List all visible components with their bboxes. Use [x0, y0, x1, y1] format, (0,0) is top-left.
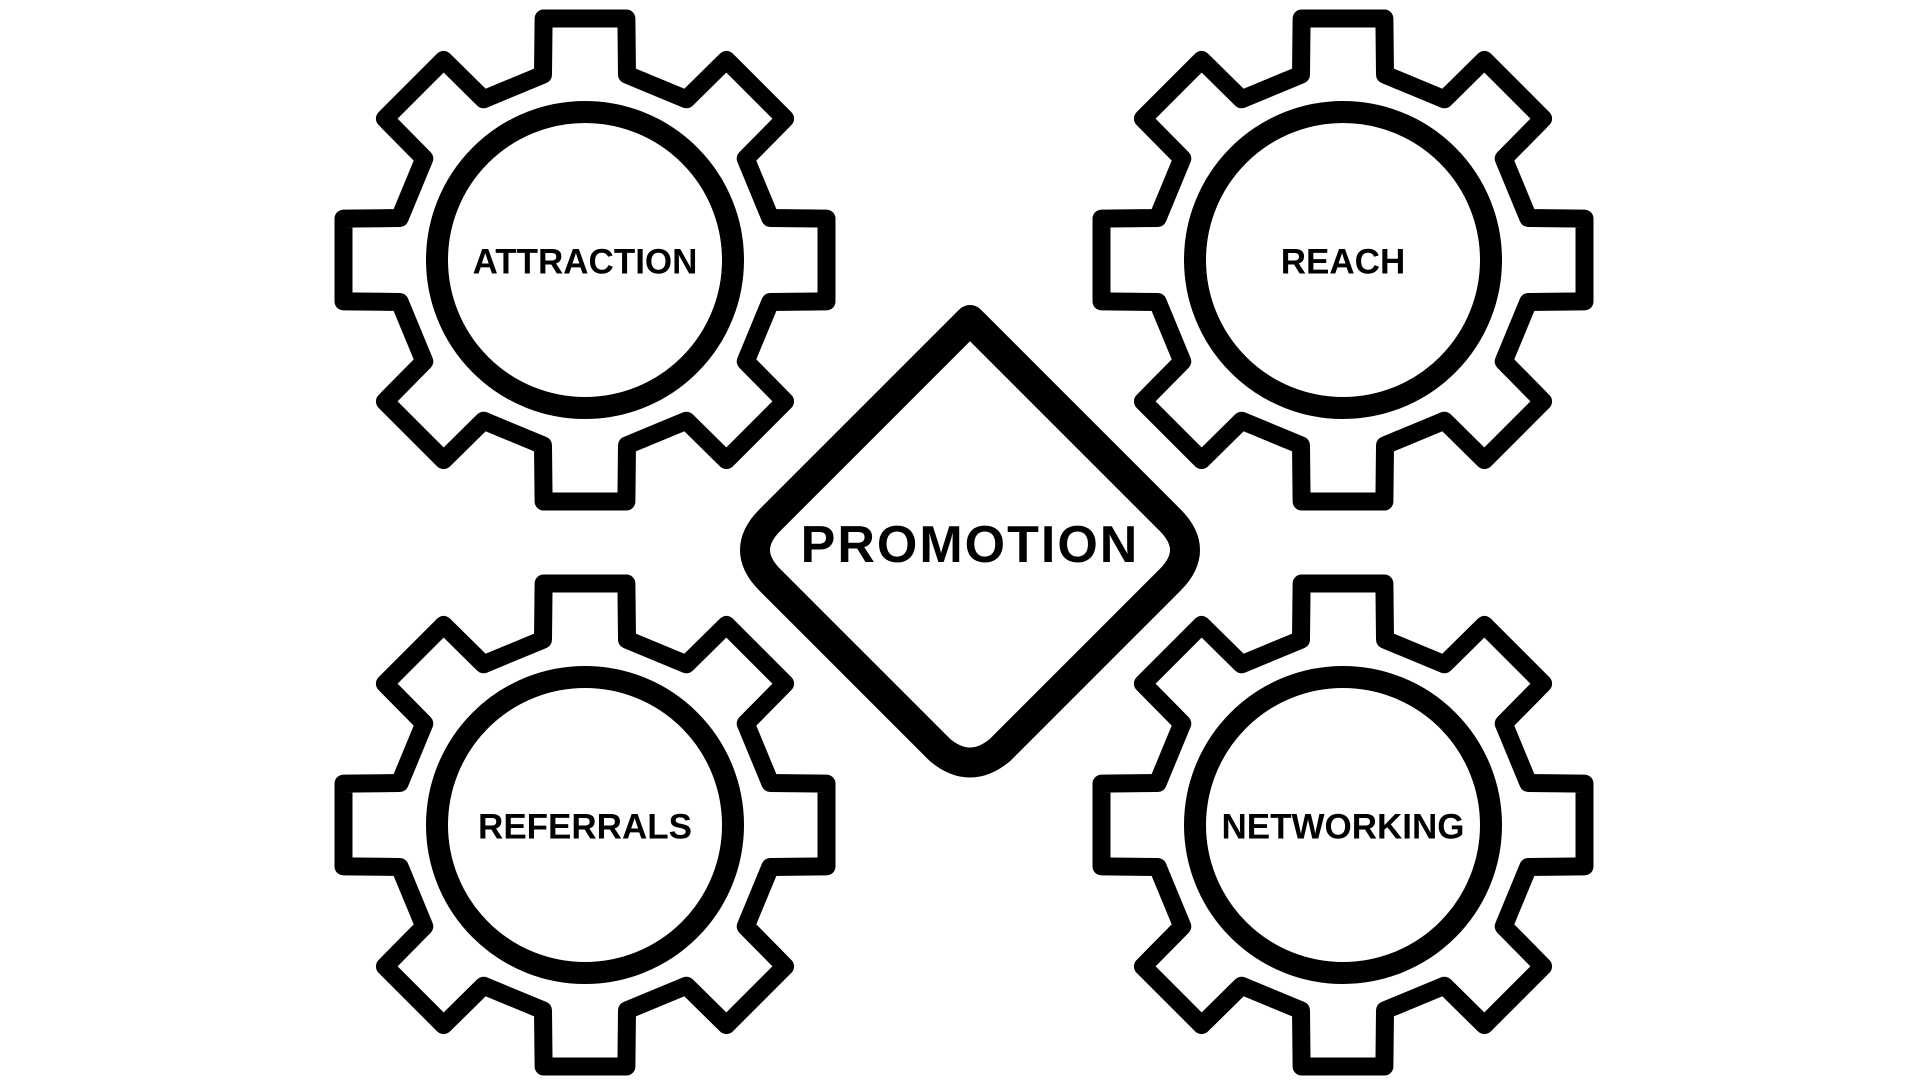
gear-attraction [334, 9, 836, 511]
gear-label-reach: REACH [1281, 243, 1405, 282]
center-label: PROMOTION [801, 516, 1140, 574]
gear-inner-ring [1184, 101, 1502, 419]
gears-layer [334, 9, 1594, 1076]
center-diamond: PROMOTION [740, 305, 1200, 778]
gear-referrals [334, 574, 836, 1076]
gear-inner-ring [1184, 666, 1502, 984]
diamond-shape [740, 305, 1200, 778]
gear-label-networking: NETWORKING [1221, 808, 1464, 847]
gear-inner-ring [426, 101, 744, 419]
gear-reach [1092, 9, 1594, 511]
gear-label-referrals: REFERRALS [478, 808, 692, 847]
gear-label-attraction: ATTRACTION [473, 243, 698, 282]
gear-inner-ring [426, 666, 744, 984]
gear-networking [1092, 574, 1594, 1076]
